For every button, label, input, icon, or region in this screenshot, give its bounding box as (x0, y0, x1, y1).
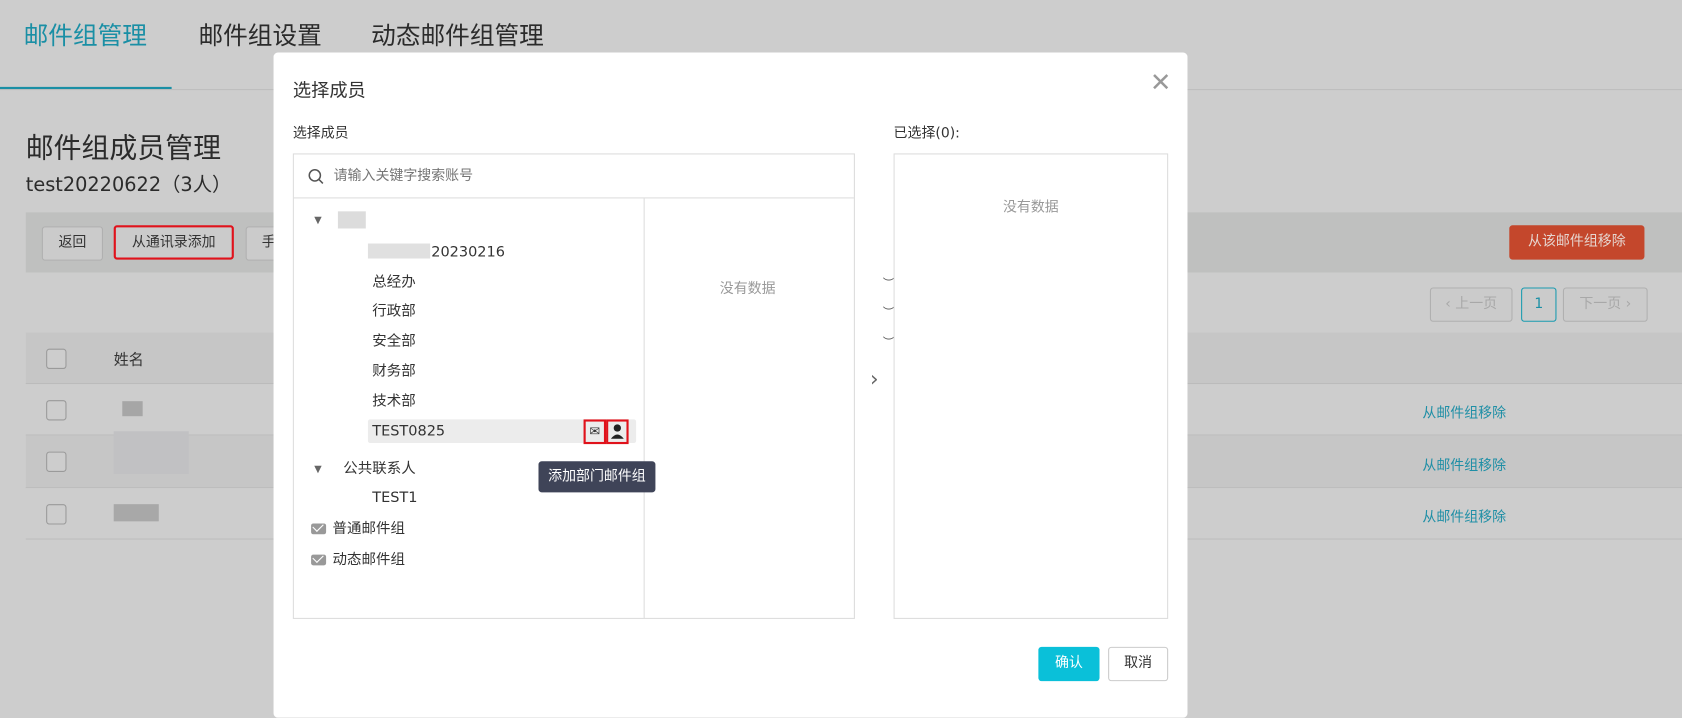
remove-member-link[interactable]: 从邮件组移除 (1422, 509, 1507, 526)
confirm-button[interactable]: 确认 (1038, 646, 1100, 682)
tree-node-dept[interactable]: 总经办 (372, 273, 416, 291)
tree-node-dept[interactable]: 财务部 (372, 362, 416, 380)
row-checkbox[interactable] (46, 451, 67, 472)
add-dept-members-icon[interactable] (606, 419, 629, 445)
middle-empty-text: 没有数据 (719, 281, 776, 298)
row-checkbox[interactable] (46, 504, 67, 525)
member-picker: 没有数据 (292, 153, 855, 619)
tab-group-settings[interactable]: 邮件组设置 (198, 22, 322, 51)
eye-closed-icon[interactable]: ︶ (882, 335, 895, 350)
search-icon (308, 169, 324, 184)
selected-list: 没有数据 (893, 153, 1169, 619)
search-field[interactable] (293, 154, 854, 199)
remove-member-link[interactable]: 从邮件组移除 (1422, 458, 1507, 475)
cancel-button[interactable]: 取消 (1108, 646, 1169, 682)
search-input[interactable] (333, 165, 828, 187)
mail-group-icon (311, 554, 327, 566)
expand-triangle-icon[interactable]: ▼ (314, 464, 322, 476)
eye-closed-icon[interactable]: ︶ (882, 305, 895, 320)
back-button[interactable]: 返回 (41, 226, 103, 261)
tree-node-dept[interactable]: 技术部 (372, 392, 416, 410)
tree-node-public-contacts[interactable]: 公共联系人 (343, 460, 416, 478)
redacted-prefix (367, 243, 431, 259)
remove-member-link[interactable]: 从邮件组移除 (1422, 405, 1507, 422)
tree-node-hover[interactable] (367, 419, 637, 444)
tree-node-dept[interactable]: 行政部 (372, 302, 416, 320)
selected-label: 已选择(0): (893, 125, 960, 142)
add-dept-mail-group-icon[interactable]: ✉ (583, 419, 607, 445)
mail-group-icon (311, 523, 327, 535)
person-icon (610, 424, 624, 439)
prev-page-label: 上一页 (1455, 296, 1498, 313)
redacted-org-name (337, 211, 366, 229)
column-divider (643, 198, 645, 619)
add-from-contacts-button[interactable]: 从通讯录添加 (113, 225, 234, 260)
column-name-header: 姓名 (113, 351, 144, 370)
remove-from-group-button[interactable]: 从该邮件组移除 (1509, 225, 1645, 260)
select-members-dialog: 选择成员 ✕ 选择成员 已选择(0): 没有数据 ▼ 20230216 总经办 … (273, 52, 1188, 718)
tooltip: 添加部门邮件组 (538, 461, 656, 493)
next-page-button[interactable]: 下一页 › (1562, 287, 1648, 322)
page-title: 邮件组成员管理 (25, 133, 221, 166)
tab-group-management[interactable]: 邮件组管理 (23, 22, 147, 51)
select-all-checkbox[interactable] (46, 348, 67, 370)
members-label: 选择成员 (292, 125, 349, 142)
app: 邮件组管理 邮件组设置 动态邮件组管理 邮件组成员管理 test20220622… (0, 0, 1682, 700)
page-1-button[interactable]: 1 (1521, 287, 1557, 322)
prev-page-button[interactable]: ‹ 上一页 (1429, 287, 1513, 322)
tree-node-root-child[interactable]: 20230216 (431, 243, 505, 261)
tree-node-dynamic-groups[interactable]: 动态邮件组 (311, 548, 405, 572)
active-tab-underline (0, 86, 172, 90)
tree-node-contact[interactable]: TEST1 (372, 489, 418, 507)
redacted-name (113, 504, 159, 522)
right-empty-text: 没有数据 (1002, 199, 1059, 216)
tab-dynamic-group-management[interactable]: 动态邮件组管理 (371, 22, 544, 51)
tree-node-dept[interactable]: TEST0825 (372, 422, 446, 440)
close-icon[interactable]: ✕ (1149, 67, 1172, 98)
eye-closed-icon[interactable]: ︶ (882, 276, 895, 291)
dynamic-groups-label: 动态邮件组 (332, 551, 405, 569)
tree-node-dept[interactable]: 安全部 (372, 332, 416, 350)
page-subtitle: test20220622（3人） (25, 173, 232, 197)
redacted-name (113, 431, 189, 475)
next-page-label: 下一页 (1579, 296, 1622, 313)
move-right-arrow-icon[interactable]: › (869, 365, 879, 392)
expand-triangle-icon[interactable]: ▼ (314, 215, 322, 227)
redacted-name (122, 401, 143, 417)
normal-groups-label: 普通邮件组 (332, 520, 405, 538)
row-checkbox[interactable] (46, 400, 67, 421)
tree-node-normal-groups[interactable]: 普通邮件组 (311, 517, 405, 541)
dialog-title: 选择成员 (292, 80, 366, 102)
